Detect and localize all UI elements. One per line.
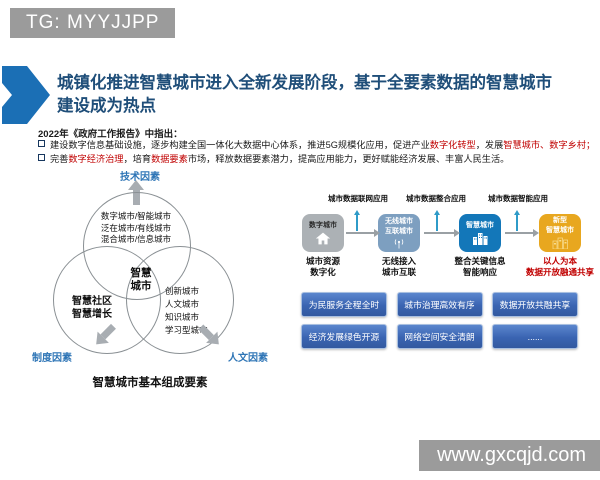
- venn-center-line: 城市: [130, 279, 152, 292]
- venn-top-line: 数字城市/智能城市: [100, 211, 172, 221]
- bullet-text: 市场，释放数据要素潜力，提高应用能力，更好赋能经济发展、丰富人民生活。: [187, 153, 510, 164]
- flow-box-label: 数字城市: [309, 221, 337, 229]
- factor-label-institution: 制度因素: [32, 353, 72, 364]
- blue-up-arrow-icon: [433, 210, 441, 231]
- venn-circle-humanity: [126, 246, 234, 354]
- city-gold-icon: [552, 237, 569, 250]
- benefit-button: 经济发展绿色开源: [301, 324, 387, 349]
- right-arrow-icon: [346, 229, 380, 236]
- benefit-button: 城市治理高效有序: [396, 292, 483, 317]
- bullet-text: 建设数字信息基础设施，逐步构建全国一体化大数据中心体系，推进5G规模化应用，促进…: [50, 140, 430, 150]
- stage-label-2: 城市数据整合应用: [406, 194, 466, 203]
- watermark-bottom: www.gxcqjd.com: [419, 440, 600, 471]
- caption-line: 整合关键信息: [454, 256, 506, 266]
- caption-line: 数字化: [310, 267, 336, 277]
- bullet-text-highlight: 数字化转型: [429, 140, 476, 150]
- flow-diagram: 城市数据联网应用 城市数据整合应用 城市数据智能应用 数字城市 无线城市 互联城…: [296, 190, 600, 290]
- bullet-text-highlight: 数字经济治理: [68, 153, 124, 164]
- bullet-text-highlight: 数据要素: [151, 153, 188, 164]
- benefit-button: 为民服务全程全时: [301, 292, 387, 317]
- venn-right-line: 知识城市: [165, 312, 200, 322]
- bullet-text: 完善: [50, 153, 69, 164]
- city-icon: [472, 232, 489, 245]
- right-arrow-icon: [505, 229, 539, 236]
- flow-box-label: 无线城市: [385, 217, 413, 225]
- bullet-text: ，发展: [475, 140, 504, 150]
- title-line-2: 建设成为热点: [57, 96, 156, 115]
- right-arrow-icon: [424, 229, 460, 236]
- caption-line: 数据开放融通共享: [525, 267, 594, 277]
- stage-label-1: 城市数据联网应用: [328, 194, 388, 203]
- venn-caption: 智慧城市基本组成要素: [92, 377, 208, 389]
- blue-up-arrow-icon: [513, 210, 521, 231]
- benefit-button: 网络空间安全清朗: [396, 324, 483, 349]
- flow-box-label: 新型: [553, 217, 567, 224]
- home-icon: [315, 232, 331, 245]
- flow-box-label: 智慧城市: [546, 227, 574, 234]
- venn-right-line: 创新城市: [165, 286, 200, 296]
- bullet-list: 建设数字信息基础设施，逐步构建全国一体化大数据中心体系，推进5G规模化应用，促进…: [38, 139, 595, 166]
- bullet-item: 完善数字经济治理，培育数据要素市场，释放数据要素潜力，提高应用能力，更好赋能经济…: [38, 153, 595, 167]
- venn-diagram: 技术因素 数字城市/智能城市 泛在城市/有线城市 混合城市/信息城市 智慧 城市…: [25, 168, 275, 398]
- square-bullet-icon: [38, 140, 45, 147]
- venn-top-line: 泛在城市/有线城市: [100, 222, 172, 233]
- bullet-item: 建设数字信息基础设施，逐步构建全国一体化大数据中心体系，推进5G规模化应用，促进…: [38, 139, 595, 153]
- flow-box-wireless-city: 无线城市 互联城市: [378, 214, 420, 252]
- caption-line: 智能响应: [462, 267, 497, 277]
- venn-left-line: 智慧社区: [72, 296, 112, 307]
- title-line-1: 城镇化推进智慧城市进入全新发展阶段，基于全要素数据的智慧城市: [57, 74, 552, 92]
- flow-caption-4: 以人为本 数据开放融通共享: [514, 256, 600, 278]
- page-title: 城镇化推进智慧城市进入全新发展阶段，基于全要素数据的智慧城市 建设成为热点: [57, 72, 592, 118]
- chevron-right-icon: [0, 66, 50, 124]
- flow-box-label: 智慧城市: [466, 221, 494, 229]
- flow-box-label: 互联城市: [385, 227, 413, 235]
- antenna-icon: [392, 238, 406, 249]
- flow-box-smart-city: 智慧城市: [459, 214, 501, 252]
- watermark-top: TG: MYYJJPP: [10, 8, 176, 38]
- blue-up-arrow-icon: [353, 210, 361, 231]
- factor-label-technology: 技术因素: [120, 172, 160, 183]
- benefit-button: ......: [492, 324, 578, 349]
- venn-top-text: 数字城市/智能城市 泛在城市/有线城市 混合城市/信息城市: [71, 211, 201, 246]
- stage-label-3: 城市数据智能应用: [488, 194, 548, 203]
- venn-center-text: 智慧 城市: [117, 267, 165, 292]
- venn-center-line: 智慧: [130, 267, 152, 279]
- venn-right-line: 人文城市: [165, 299, 200, 309]
- caption-line: 以人为本: [542, 256, 577, 266]
- venn-right-line: 学习型城市: [165, 325, 208, 335]
- flow-caption-2: 无线接入 城市互联: [356, 256, 442, 278]
- factor-label-humanity: 人文因素: [228, 353, 268, 364]
- caption-line: 城市资源: [305, 256, 340, 266]
- flow-box-new-smart-city: 新型 智慧城市: [539, 214, 581, 252]
- intro-line: 2022年《政府工作报告》中指出：: [38, 129, 183, 140]
- flow-caption-1: 城市资源 数字化: [280, 256, 366, 278]
- benefit-button: 数据开放共融共享: [492, 292, 578, 317]
- venn-left-text: 智慧社区 智慧增长: [52, 295, 132, 321]
- square-bullet-icon: [38, 153, 45, 161]
- venn-top-line: 混合城市/信息城市: [100, 234, 172, 244]
- flow-caption-3: 整合关键信息 智能响应: [437, 256, 523, 278]
- caption-line: 无线接入: [381, 256, 416, 266]
- venn-right-text: 创新城市 人文城市 知识城市 学习型城市: [165, 285, 245, 337]
- bullet-text-highlight: 智慧城市、数字乡村；: [503, 140, 596, 150]
- bullet-text: ，培育: [123, 153, 152, 164]
- venn-left-line: 智慧增长: [72, 309, 112, 320]
- benefits-grid: 为民服务全程全时 城市治理高效有序 数据开放共融共享 经济发展绿色开源 网络空间…: [301, 292, 578, 349]
- caption-line: 城市互联: [381, 267, 416, 277]
- flow-box-digital-city: 数字城市: [302, 214, 344, 252]
